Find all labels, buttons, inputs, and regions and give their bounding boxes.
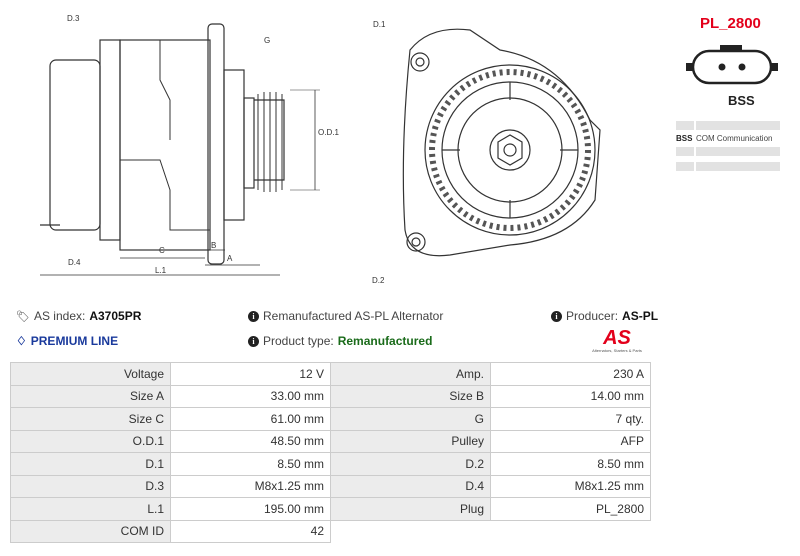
spec-value: M8x1.25 mm xyxy=(170,474,331,498)
info-icon: i xyxy=(551,310,562,322)
spec-label: Size B xyxy=(330,384,491,408)
tags-icon: 🏷 xyxy=(16,310,30,323)
spec-label: D.1 xyxy=(10,452,171,476)
as-index: 🏷AS index:A3705PR xyxy=(16,309,141,323)
as-index-value: A3705PR xyxy=(89,309,142,323)
premium-label: PREMIUM LINE xyxy=(30,334,119,348)
info-icon: i xyxy=(248,335,259,347)
label-b: B xyxy=(211,241,217,250)
spec-value xyxy=(490,520,651,543)
spec-label: Amp. xyxy=(330,362,491,386)
spec-label: D.2 xyxy=(330,452,491,476)
spec-value: 7 qty. xyxy=(490,407,651,431)
spec-value: 48.50 mm xyxy=(170,429,331,453)
diamond-icon: ♢ xyxy=(16,334,27,348)
spec-label: COM ID xyxy=(10,519,171,543)
label-l1: L.1 xyxy=(155,266,167,275)
alternator-front-drawing xyxy=(402,28,601,257)
plug-connector-icon xyxy=(686,45,778,85)
spec-value: 195.00 mm xyxy=(170,497,331,521)
premium-line: ♢PREMIUM LINE xyxy=(16,334,118,348)
spec-value: 230 A xyxy=(490,362,651,386)
description-text: Remanufactured AS-PL Alternator xyxy=(263,309,444,323)
spec-value: 14.00 mm xyxy=(490,384,651,408)
spec-value: 8.50 mm xyxy=(170,452,331,476)
producer: i Producer:AS-PL xyxy=(551,309,658,323)
spec-label: Pulley xyxy=(330,429,491,453)
spec-label: Voltage xyxy=(10,362,171,386)
label-a: A xyxy=(227,254,233,263)
spec-label: Size C xyxy=(10,407,171,431)
spec-label: L.1 xyxy=(10,497,171,521)
product-type: i Product type:Remanufactured xyxy=(248,334,432,348)
spec-value: 61.00 mm xyxy=(170,407,331,431)
spec-label: G xyxy=(330,407,491,431)
as-index-label: AS index: xyxy=(33,309,86,323)
pin-description: COM Communication xyxy=(696,134,773,143)
spec-value: 33.00 mm xyxy=(170,384,331,408)
spec-value: PL_2800 xyxy=(490,497,651,521)
producer-value: AS-PL xyxy=(622,309,659,323)
spec-value: 12 V xyxy=(170,362,331,386)
info-icon: i xyxy=(248,310,259,322)
spec-value: AFP xyxy=(490,429,651,453)
label-od1: O.D.1 xyxy=(318,128,339,137)
spec-value: 8.50 mm xyxy=(490,452,651,476)
description: i Remanufactured AS-PL Alternator xyxy=(248,309,443,323)
spec-value: M8x1.25 mm xyxy=(490,474,651,498)
as-pl-logo: AS Alternators, Starters & Parts xyxy=(584,328,650,353)
producer-label: Producer: xyxy=(566,309,619,323)
spec-label: O.D.1 xyxy=(10,429,171,453)
plug-pin-label: BSS xyxy=(728,93,755,108)
plug-title: PL_2800 xyxy=(700,15,761,32)
label-d1: D.1 xyxy=(373,20,386,29)
pin-name: BSS xyxy=(676,134,693,143)
label-c: C xyxy=(159,246,165,255)
label-d2: D.2 xyxy=(372,276,385,285)
spec-label xyxy=(330,520,491,543)
label-g: G xyxy=(264,36,271,45)
spec-value: 42 xyxy=(170,519,331,543)
label-d3: D.3 xyxy=(67,14,80,23)
product-type-label: Product type: xyxy=(263,334,334,348)
label-d4: D.4 xyxy=(68,258,81,267)
spec-label: Size A xyxy=(10,384,171,408)
spec-label: D.4 xyxy=(330,474,491,498)
spec-label: D.3 xyxy=(10,474,171,498)
alternator-side-drawing xyxy=(40,23,320,276)
spec-label: Plug xyxy=(330,497,491,521)
product-type-value: Remanufactured xyxy=(337,334,433,348)
